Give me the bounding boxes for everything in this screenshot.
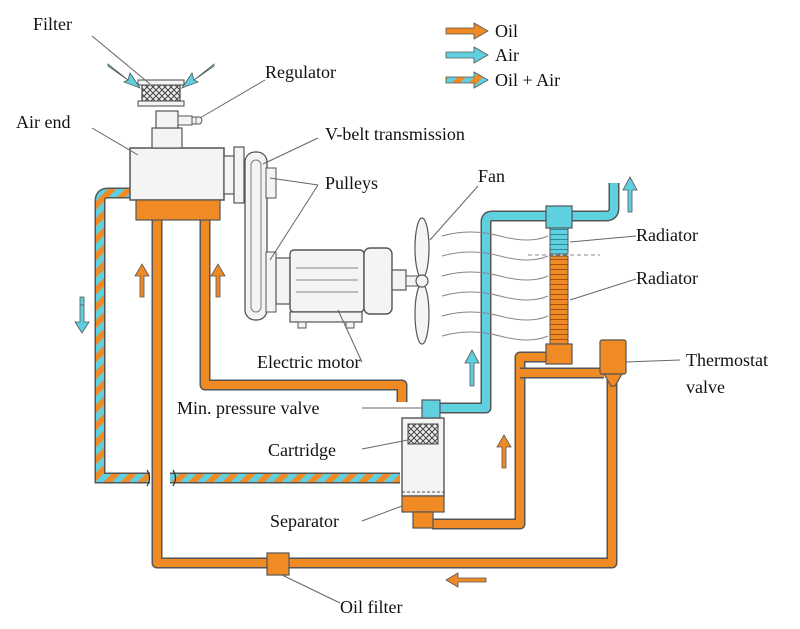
thermostat-valve (599, 339, 627, 387)
oil-filter-label: Oil filter (340, 597, 403, 617)
min-pressure-valve-label: Min. pressure valve (177, 398, 320, 418)
legend-oil-label: Oil (495, 21, 519, 41)
flow-arrows (74, 63, 638, 588)
regulator (177, 115, 203, 126)
oil-pipes (151, 213, 618, 569)
regulator-label: Regulator (265, 62, 336, 82)
legend-oil-air-arrow (445, 71, 489, 89)
legend-arrows (445, 22, 489, 89)
radiator-bottom-label: Radiator (636, 268, 698, 288)
thermostat-label-line2: valve (686, 377, 725, 397)
radiator (528, 205, 600, 365)
pulleys (244, 151, 277, 321)
air-pipe (438, 183, 620, 414)
legend-oil-arrow (445, 22, 489, 40)
fan-label: Fan (478, 166, 505, 186)
air-end (129, 110, 245, 221)
separator (401, 417, 445, 529)
legend-air-label: Air (495, 45, 519, 65)
filter-label: Filter (33, 14, 72, 34)
radiator-top-label: Radiator (636, 225, 698, 245)
oil-filter (266, 552, 290, 576)
thermostat-label-line1: Thermostat (686, 350, 768, 370)
filter (137, 79, 185, 107)
airflow-lines (441, 231, 549, 341)
fan (405, 217, 430, 345)
oil-air-pipe (94, 187, 400, 487)
v-belt-label: V-belt transmission (325, 124, 465, 144)
cartridge-label: Cartridge (268, 440, 336, 460)
separator-label: Separator (270, 511, 339, 531)
legend-air-arrow (445, 46, 489, 64)
min-pressure-valve (421, 399, 441, 419)
electric-motor-label: Electric motor (257, 352, 361, 372)
air-end-label: Air end (16, 112, 71, 132)
legend-oil-air-label: Oil + Air (495, 70, 561, 90)
leader-lines (91, 35, 681, 604)
electric-motor (275, 247, 407, 329)
pulleys-label: Pulleys (325, 173, 379, 193)
